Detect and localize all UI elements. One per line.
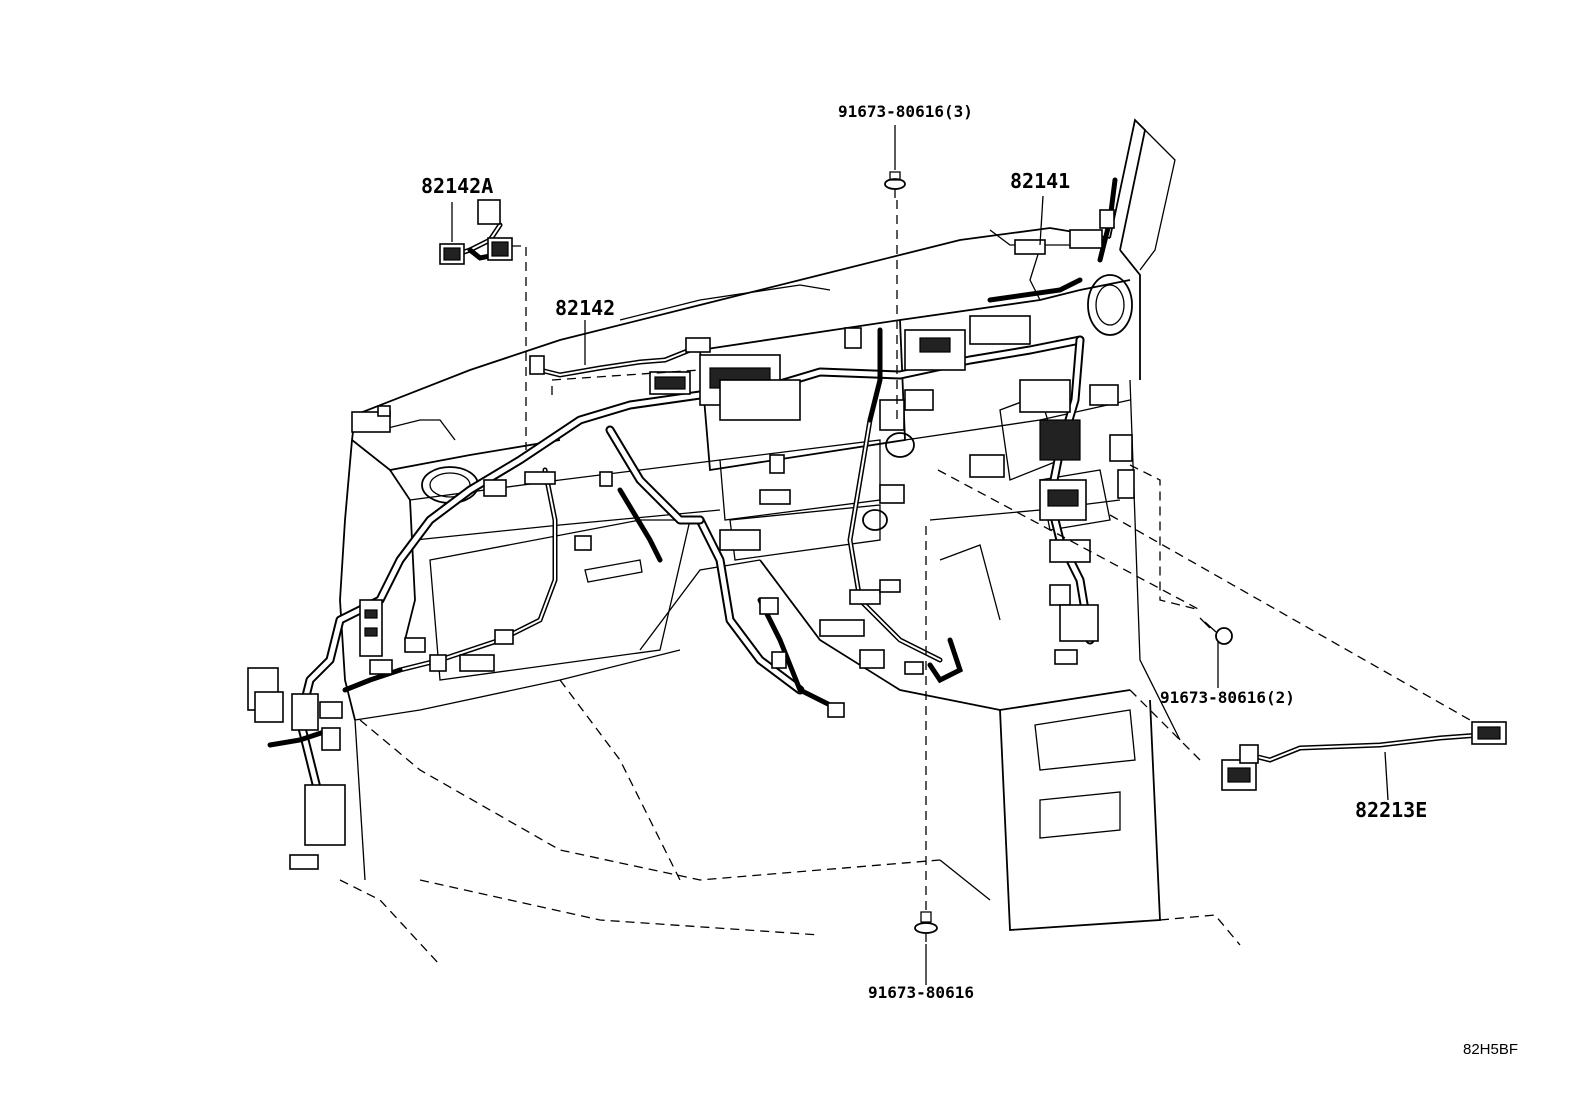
leader-lines — [451, 125, 1389, 985]
label-82142A: 82142A — [421, 174, 494, 198]
clip-top — [884, 171, 906, 198]
label-clip-bottom: 91673-80616 — [868, 983, 974, 1002]
diagram-code: 82H5BF — [1463, 1041, 1519, 1058]
clip-bottom — [914, 911, 938, 942]
dashboard-outline — [339, 118, 1241, 966]
dashed-callouts — [512, 200, 1471, 910]
harness-connectors — [247, 209, 1135, 870]
label-clip-top: 91673-80616(3) — [838, 102, 973, 121]
label-82141: 82141 — [1010, 169, 1071, 193]
label-82142: 82142 — [555, 296, 616, 320]
harness-82213E — [1221, 721, 1507, 791]
harness-82142A — [439, 199, 513, 265]
clip-right — [1199, 617, 1233, 645]
label-82213E: 82213E — [1355, 798, 1428, 822]
label-clip-right: 91673-80616(2) — [1160, 688, 1295, 707]
harness-82142 — [529, 337, 711, 378]
